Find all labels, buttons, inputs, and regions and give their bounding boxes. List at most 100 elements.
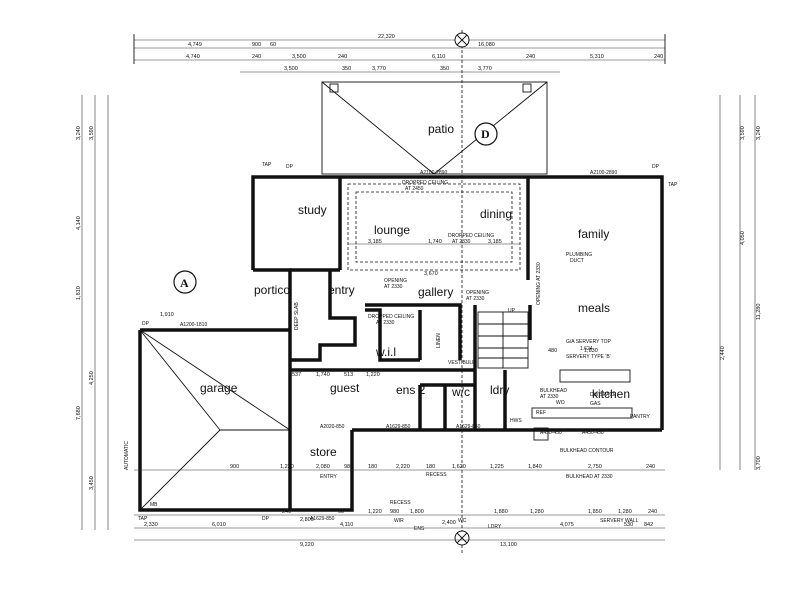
dim-bottom-r1k: 2,750 [588,464,602,470]
dim-top-r4e: 3,770 [478,66,492,72]
dim-bottom-r1i: 1,225 [490,464,504,470]
dim-top-r3b: 240 [252,54,261,60]
note-wir-label: WIR [394,518,404,524]
note-up: UP [508,308,516,314]
note-recess-b: RECESS [390,500,411,506]
dim-kitchen-b: 480 [548,348,557,354]
window-code-w8: A450-450 [582,430,604,436]
dim-bottom-r2h: 1,880 [494,509,508,515]
section-marker-d: D [481,127,490,141]
house-walls [138,175,664,512]
dim-top-r2b: 900 [252,42,261,48]
dim-bottom-r3b: 6,010 [212,522,226,528]
dropped-ceiling: DROPPED CEILING AT 2450 DROPPED CEILING … [347,180,521,271]
room-label-entry: entry [328,283,355,297]
dim-bottom-r1e: 180 [368,464,377,470]
dim-bottom-r4a: 9,220 [300,542,314,548]
dim-bottom-r2g: 2,400 [442,520,456,526]
dim-top-r3h: 240 [654,54,663,60]
dim-bottom-r1l: 240 [646,464,655,470]
room-label-garage: garage [200,381,238,395]
note-dp-4: DP [262,516,270,522]
dim-right-f: 2,440 [720,346,726,360]
dim-bottom-r1f: 2,220 [396,464,410,470]
note-duct: DUCT [570,258,584,264]
note-bulkhead-at-2330: BULKHEAD AT 2330 [566,474,613,480]
note-plumbing: PLUMBING [566,252,592,258]
dim-top-r4a: 3,500 [284,66,298,72]
window-code-w1: A2100-2890 [420,170,447,176]
room-label-lounge: lounge [374,223,410,237]
note-tap-2: TAP [668,182,678,188]
dim-top-r3g: 5,310 [590,54,604,60]
centre-line [454,30,470,555]
dim-bottom-r2i: 1,280 [530,509,544,515]
note-dropped-ceiling-2330: DROPPED CEILING [448,233,494,239]
note-gas: GAS [590,401,601,407]
room-label-pantry: PANTRY [630,414,650,420]
dim-bottom-r3e: 530 [624,522,633,528]
room-label-wil: w.i.l [375,345,396,359]
dim-bottom-r1a: 900 [230,464,239,470]
dim-top-r2c: 60 [270,42,276,48]
dim-bottom-r3a: 2,330 [144,522,158,528]
dim-top-r3a: 4,740 [186,54,200,60]
note-dw-space: DW SPACE [590,392,617,398]
dim-bottom-r2b: 2,800 [300,517,314,523]
note-ens-label: ENS [414,526,425,532]
room-label-ldry: ldry [490,383,509,397]
room-label-guest: guest [330,381,360,395]
note-dropped-ceiling-2450: DROPPED CEILING [402,180,448,186]
dim-top-r4d: 350 [440,66,449,72]
dim-top-r3d: 240 [338,54,347,60]
dim-bottom-r4b: 13,100 [500,542,517,548]
note-bulkhead-at: AT 2330 [540,394,559,400]
dim-lounge-a: 3,185 [368,239,382,245]
dim-top-r3e: 6,110 [432,54,445,60]
dim-left-e: 7,680 [76,406,82,420]
dim-guest-a: 537 [292,372,301,378]
dim-guest-b: 1,740 [316,372,330,378]
note-dp-1: DP [286,164,294,170]
dim-right-a: 3,590 [740,126,746,140]
window-code-w3: A1200-1810 [180,322,207,328]
note-mb: MB [150,502,158,508]
note-dp-3: DP [142,321,150,327]
note-opening-b-at: AT 2330 [466,296,485,302]
room-label-ens2: ens 2 [396,383,426,397]
window-code-w5: A1629-850 [386,424,411,430]
patio-area: patio D [321,81,548,175]
dim-lounge-c: 3,185 [488,239,502,245]
note-opening-a: OPENING [384,278,407,284]
dim-guest-d: 1,220 [366,372,380,378]
dim-right-c: 11,280 [756,304,762,320]
dim-top-r3f: 240 [526,54,535,60]
dim-lounge-b: 1,740 [428,239,442,245]
note-hws: HWS [510,418,522,424]
garage-roof: AUTOMATIC 1,910 A1200-1810 [124,312,291,511]
dim-right-e: 4,050 [740,231,746,245]
note-vestibule: VESTIBULE [448,360,476,366]
dim-bottom-r2l: 240 [648,509,657,515]
dim-bottom-r3d: 4,075 [560,522,574,528]
room-label-meals: meals [578,301,610,315]
dim-top-r4b: 350 [342,66,351,72]
note-servery-top: G/A SERVERY TOP [566,339,612,345]
dim-bottom-r2k: 1,280 [618,509,632,515]
note-opening-c: OPENING AT 2330 [536,262,542,305]
dim-bottom-r1d: 980 [344,464,353,470]
left-dimensions: 3,240 4,140 1,810 3,590 7,680 4,250 3,45… [76,95,109,530]
note-bulkhead-contour: BULKHEAD CONTOUR [560,448,614,454]
dim-bottom-r2d: 1,220 [368,509,382,515]
note-opening-b: OPENING [466,290,489,296]
dim-bottom-r2j: 1,850 [588,509,602,515]
note-deep-slab: DEEP SLAB [294,302,300,330]
dim-kitchen-a: 1,830 [584,348,598,354]
staircase [477,311,529,369]
dim-bottom-r1h: 1,620 [452,464,466,470]
note-recess-a: RECESS [426,472,447,478]
window-code-w6: A1629-850 [456,424,481,430]
dim-left-c: 1,810 [76,286,82,300]
note-ref: REF [536,410,546,416]
dim-top-r2d: 16,080 [478,42,495,48]
